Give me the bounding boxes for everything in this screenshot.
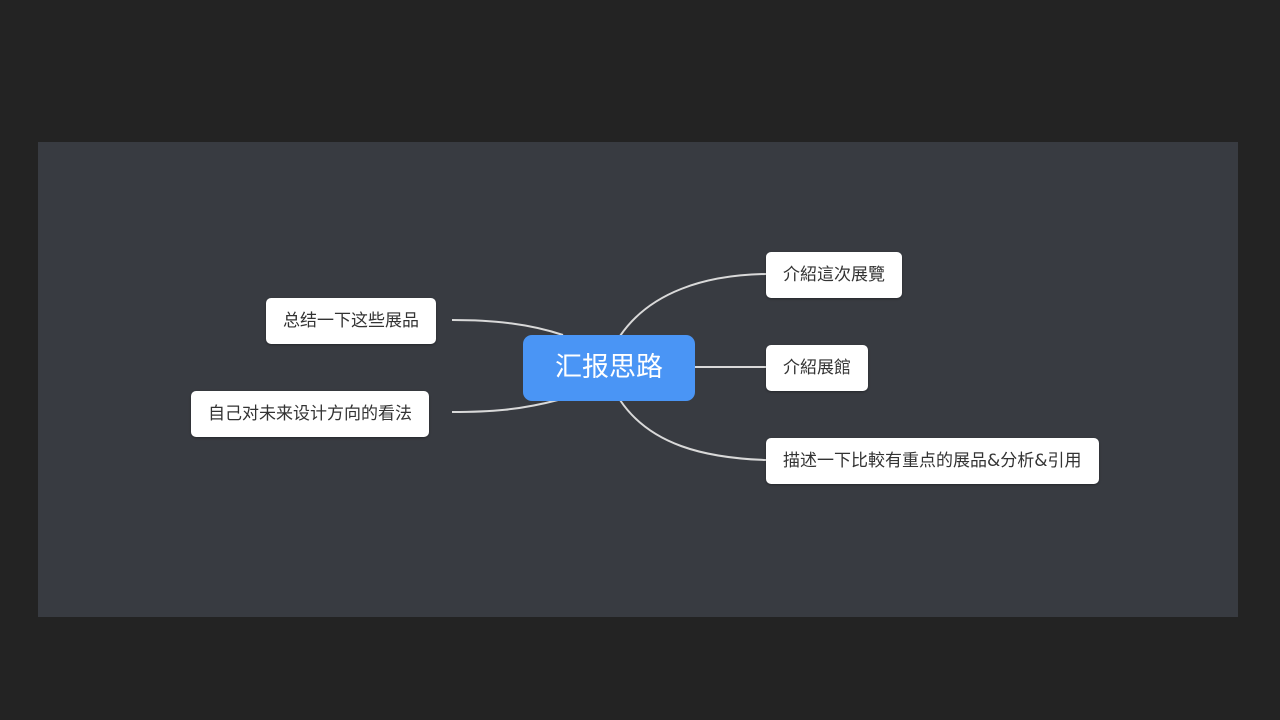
connector-right-3	[619, 399, 767, 461]
connector-left-2	[451, 399, 559, 413]
topic-introduce-venue[interactable]: 介紹展館	[766, 345, 868, 391]
connector-left-1	[451, 319, 564, 336]
connector-right-1	[619, 273, 767, 337]
topic-summarize-exhibits[interactable]: 总结一下这些展品	[266, 298, 436, 344]
topic-introduce-exhibition[interactable]: 介紹這次展覽	[766, 252, 902, 298]
topic-future-design-views[interactable]: 自己对未来设计方向的看法	[191, 391, 429, 437]
root-topic[interactable]: 汇报思路	[523, 335, 695, 401]
topic-key-exhibits-analysis[interactable]: 描述一下比較有重点的展品&分析&引用	[766, 438, 1099, 484]
